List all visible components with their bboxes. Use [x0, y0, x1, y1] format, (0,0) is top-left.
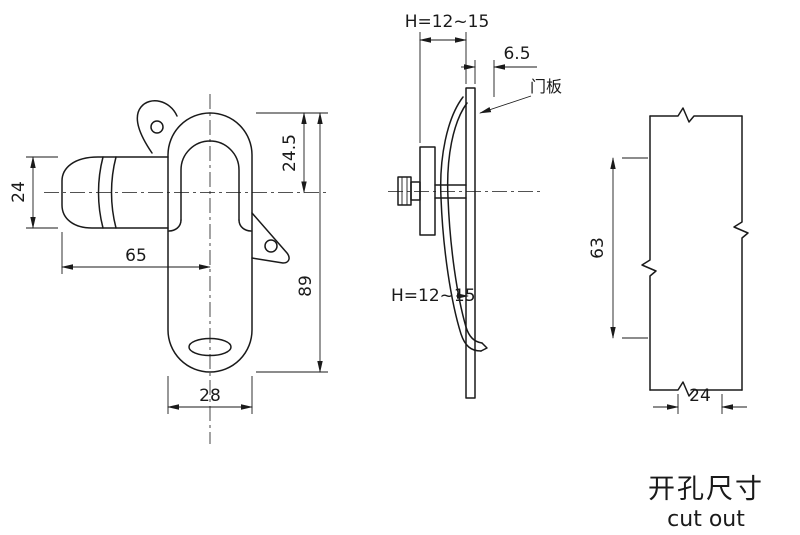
dim-grip-top: H=12~15 — [405, 12, 490, 143]
handle-outline — [61, 156, 169, 229]
dim-body-width: 28 — [167, 376, 253, 414]
dim-panel-offset-text: 6.5 — [503, 44, 530, 64]
front-view: 24 65 28 24.5 89 — [9, 94, 330, 444]
side-view: H=12~15 6.5 门板 H=12~15 — [388, 12, 562, 399]
handle-profile-outer — [439, 96, 482, 352]
dim-top-to-center: 24.5 — [256, 112, 328, 194]
dim-handle-height-text: 24 — [9, 181, 29, 203]
dim-body-width-text: 28 — [199, 386, 221, 406]
dim-grip-mid-text: H=12~15 — [391, 286, 476, 306]
caption-chinese: 开孔尺寸 — [648, 474, 764, 505]
dim-grip-mid: H=12~15 — [391, 286, 476, 306]
dim-panel-offset: 6.5 — [461, 44, 537, 97]
handle-profile-inner — [446, 102, 483, 344]
dim-cutout-height: 63 — [588, 157, 648, 339]
handle-bend-line-1 — [97, 156, 104, 229]
door-panel-plate — [465, 87, 476, 399]
dim-body-height: 89 — [256, 112, 328, 373]
mounting-bracket — [419, 146, 436, 236]
dim-cutout-height-text: 63 — [588, 237, 608, 259]
dim-handle-length-text: 65 — [125, 246, 147, 266]
dim-cutout-width: 24 — [653, 386, 747, 414]
latch-cylinder-outline — [180, 140, 240, 221]
handle-profile-tip — [480, 342, 488, 352]
dim-grip-top-text: H=12~15 — [405, 12, 490, 32]
dim-cutout-width-text: 24 — [689, 386, 711, 406]
bottom-slot — [188, 337, 232, 357]
dim-top-to-center-text: 24.5 — [280, 134, 300, 172]
right-tab-outline — [251, 212, 290, 264]
top-ear-hole — [150, 120, 164, 134]
cutout-top-edge — [649, 107, 743, 123]
caption-english: cut out — [667, 507, 745, 532]
door-panel-label: 门板 — [479, 77, 562, 114]
dim-handle-length: 65 — [61, 232, 211, 274]
top-ear-outline — [136, 100, 178, 154]
cutout-view: 63 24 开孔尺寸 cut out — [588, 107, 764, 532]
latch-body-outline — [167, 112, 253, 373]
dim-handle-height: 24 — [9, 156, 58, 229]
cutout-left-edge — [641, 115, 657, 391]
cutout-bottom-edge — [649, 381, 743, 397]
dim-body-height-text: 89 — [296, 275, 316, 297]
door-panel-label-text: 门板 — [530, 77, 562, 96]
cylinder-left-flare — [168, 219, 182, 232]
shaft-nut — [397, 176, 421, 206]
cylinder-right-flare — [238, 219, 252, 232]
cutout-right-edge — [733, 115, 749, 391]
right-tab-hole — [264, 239, 278, 253]
handle-bend-line-2 — [110, 156, 117, 229]
